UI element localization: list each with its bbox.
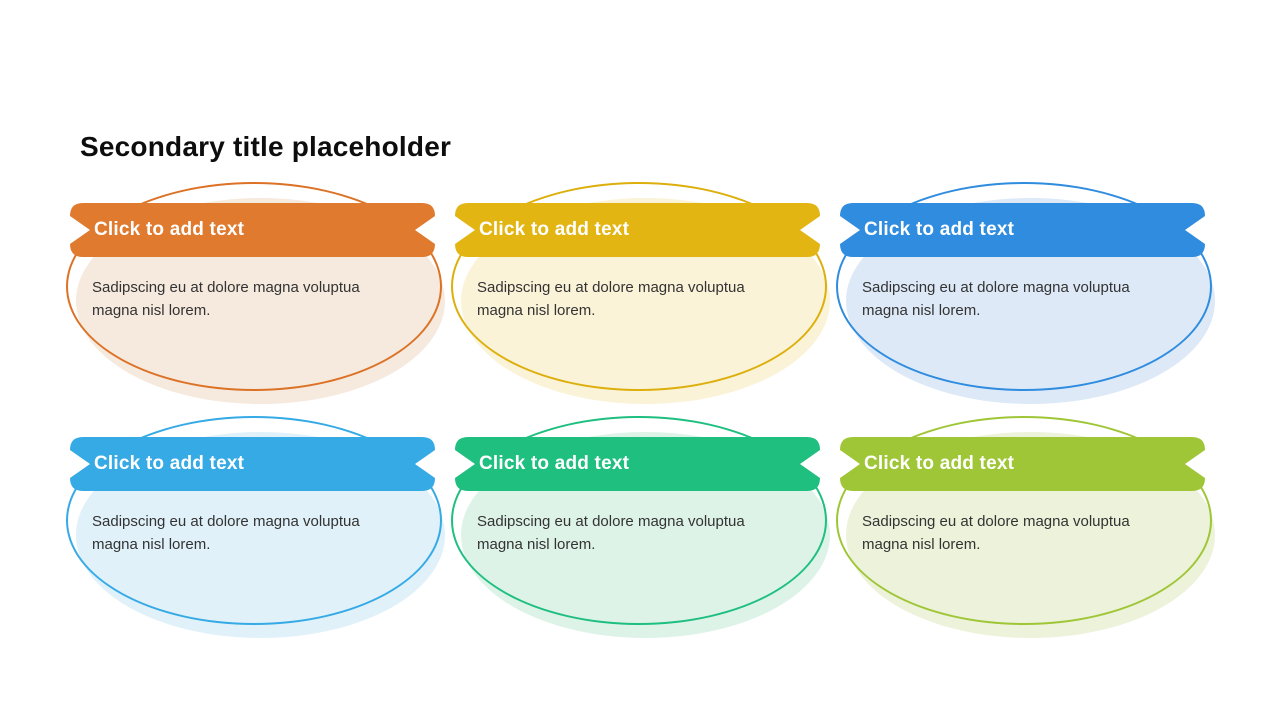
body-text-placeholder[interactable]: Sadipscing eu at dolore magna voluptua m… [477,513,745,553]
ribbon-title-placeholder[interactable]: Click to add text [864,219,1015,240]
ribbon-shape [840,437,1205,491]
card-green: Click to add text Sadipscing eu at dolor… [451,416,831,648]
ribbon-shape [455,437,820,491]
card-blue: Click to add text Sadipscing eu at dolor… [836,182,1216,414]
card-gold: Click to add text Sadipscing eu at dolor… [451,182,831,414]
ribbon-title-placeholder[interactable]: Click to add text [864,453,1015,474]
ribbon-banner: Click to add text [455,203,820,257]
ellipse-outline-shape [451,182,827,391]
ellipse-outline-shape [836,416,1212,625]
card-sky-blue: Click to add text Sadipscing eu at dolor… [66,416,446,648]
ribbon-title-placeholder[interactable]: Click to add text [94,453,245,474]
ellipse-outline-shape [66,416,442,625]
ribbon-title-placeholder[interactable]: Click to add text [479,453,630,474]
ribbon-shape [840,203,1205,257]
body-text-placeholder[interactable]: Sadipscing eu at dolore magna voluptua m… [92,513,360,553]
ribbon-banner: Click to add text [455,437,820,491]
ribbon-shape [70,203,435,257]
ribbon-banner: Click to add text [70,203,435,257]
ribbon-banner: Click to add text [840,203,1205,257]
ribbon-banner: Click to add text [70,437,435,491]
card-yellow-green: Click to add text Sadipscing eu at dolor… [836,416,1216,648]
body-text-placeholder[interactable]: Sadipscing eu at dolore magna voluptua m… [477,279,745,319]
body-text-placeholder[interactable]: Sadipscing eu at dolore magna voluptua m… [862,513,1130,553]
ribbon-shape [70,437,435,491]
slide-secondary-title[interactable]: Secondary title placeholder [80,131,452,162]
card-orange: Click to add text Sadipscing eu at dolor… [66,182,446,414]
body-text-placeholder[interactable]: Sadipscing eu at dolore magna voluptua m… [862,279,1130,319]
ellipse-outline-shape [451,416,827,625]
ribbon-title-placeholder[interactable]: Click to add text [479,219,630,240]
ellipse-outline-shape [66,182,442,391]
body-text-placeholder[interactable]: Sadipscing eu at dolore magna voluptua m… [92,279,360,319]
ribbon-banner: Click to add text [840,437,1205,491]
ellipse-outline-shape [836,182,1212,391]
ribbon-title-placeholder[interactable]: Click to add text [94,219,245,240]
ribbon-shape [455,203,820,257]
